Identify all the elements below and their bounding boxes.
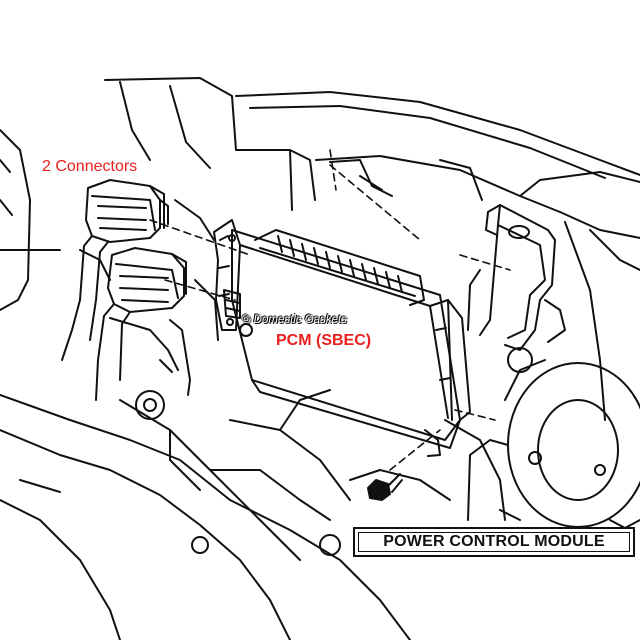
wheel-drum <box>467 347 640 529</box>
vehicle-body-lines <box>0 77 640 421</box>
connector-lower <box>95 247 187 401</box>
connector-upper <box>61 179 169 361</box>
connectors-label: 2 Connectors <box>42 158 138 175</box>
watermark-text: © Domestic Gaskets <box>242 314 347 326</box>
diagram-title: POWER CONTROL MODULE <box>383 533 605 550</box>
mounting-bolt <box>367 473 403 501</box>
mounting-bracket <box>467 204 566 351</box>
diagram-title-box: POWER CONTROL MODULE <box>353 527 635 557</box>
lower-structure-lines <box>0 389 506 640</box>
pcm-label: PCM (SBEC) <box>276 332 372 349</box>
pcm-module <box>213 219 471 457</box>
